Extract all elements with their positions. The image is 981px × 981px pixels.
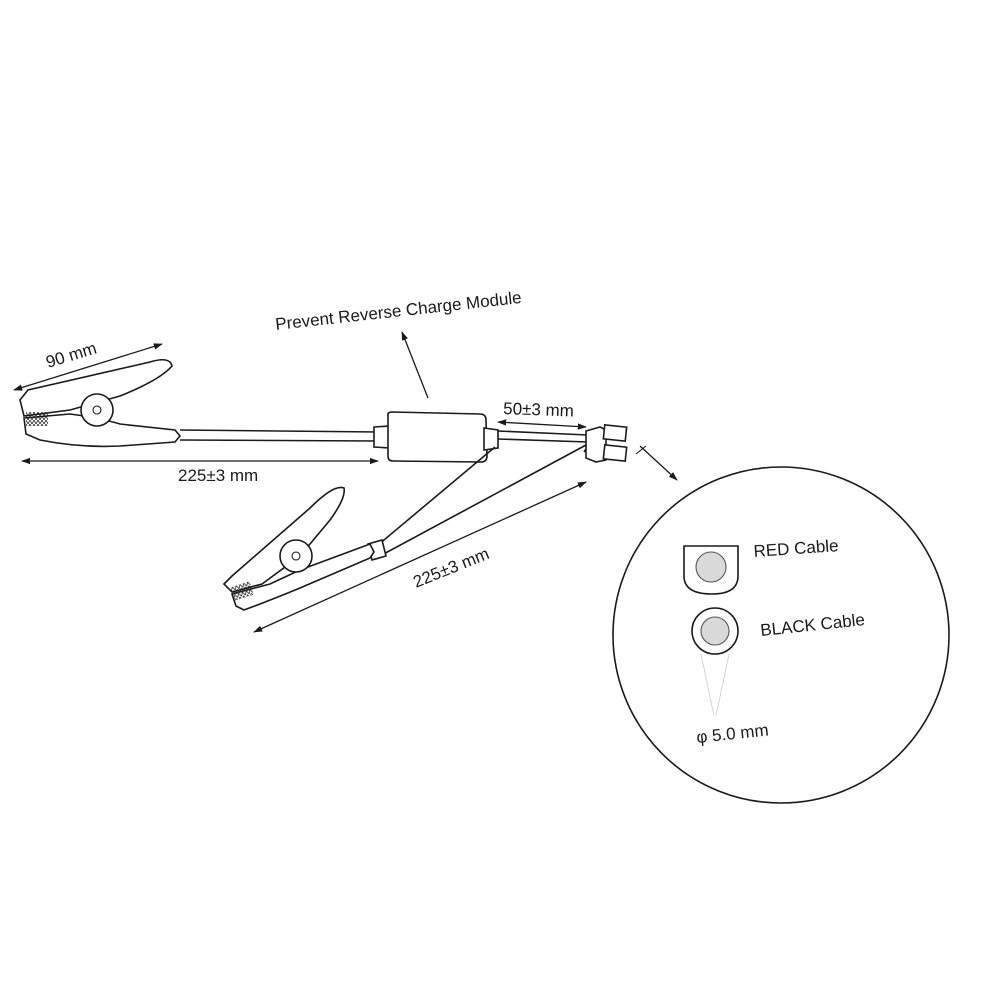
bottom-cable-length-label: 225±3 mm [410,544,491,592]
module-label: Prevent Reverse Charge Module [274,288,522,334]
connector-lead-label: 50±3 mm [503,399,574,420]
output-connector [585,424,628,463]
black-cable-core [700,616,730,646]
red-cable-label: RED Cable [753,536,839,561]
top-clip-pivot [80,393,114,427]
detail-circle [612,466,950,804]
red-cable-core [695,551,727,583]
black-cable-label: BLACK Cable [759,610,865,640]
top-cable-length-label: 225±3 mm [178,466,258,485]
connector-lead-dimension [497,419,587,430]
cable-cross-section-detail [612,466,950,804]
top-alligator-clip [19,358,182,448]
reverse-charge-module [387,411,499,463]
top-clip-teeth [26,412,48,426]
connector-cable [497,430,589,443]
clip-length-dimension [13,343,163,391]
bottom-clip-teeth [230,581,254,601]
top-cable [179,425,391,449]
module-leader-arrow [401,331,429,399]
diameter-label: φ 5.0 mm [695,721,769,747]
bottom-alligator-clip [222,486,375,611]
bottom-clip-pivot [279,539,313,573]
detail-callout-arrow [639,445,678,481]
bottom-cable [367,444,587,561]
bottom-cable-dimension [253,481,587,633]
